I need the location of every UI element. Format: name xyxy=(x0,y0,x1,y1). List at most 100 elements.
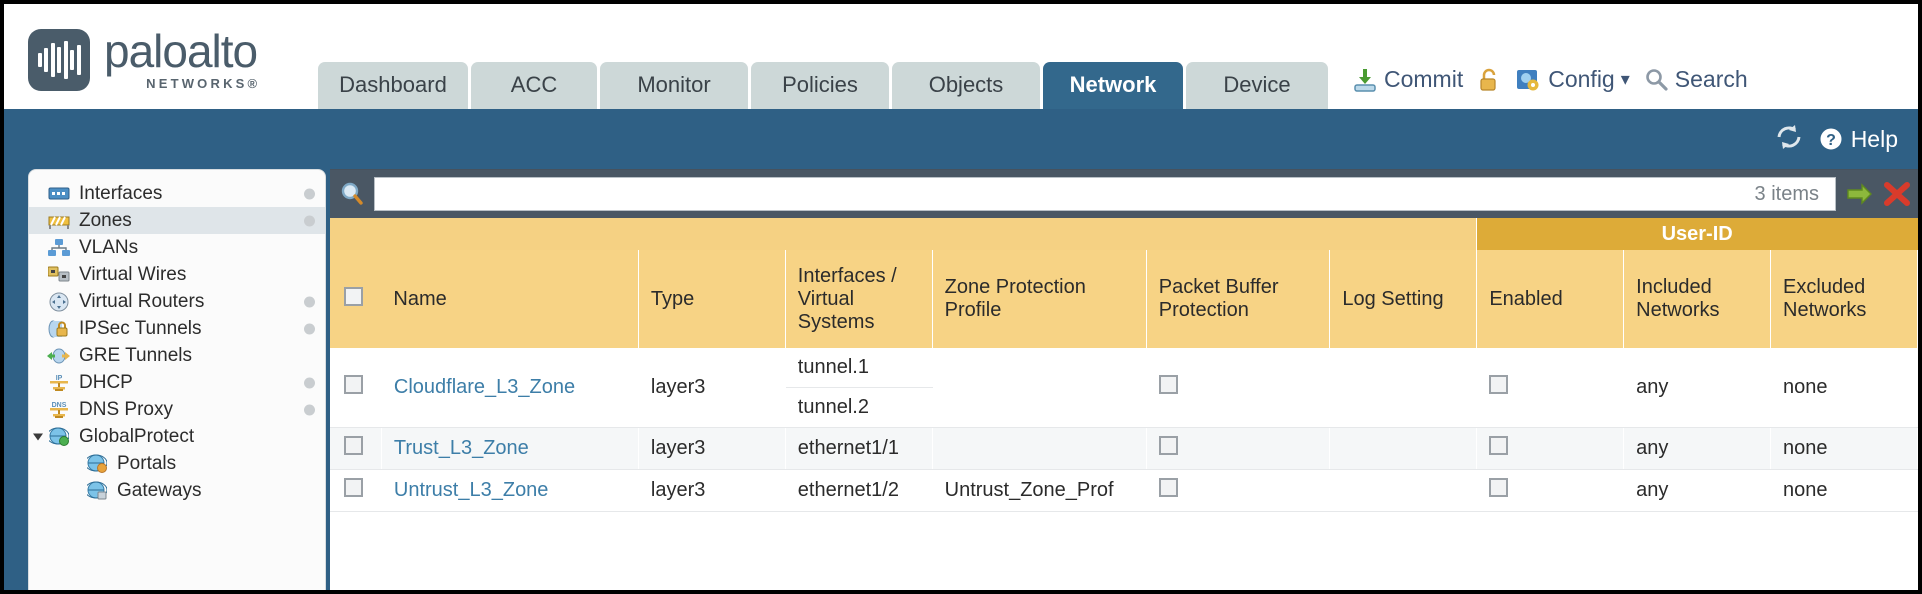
table-header-row: Name Type Interfaces / Virtual Systems Z… xyxy=(330,250,1918,348)
apply-filter-arrow-icon[interactable] xyxy=(1844,180,1874,208)
column-header-log-setting[interactable]: Log Setting xyxy=(1329,250,1478,348)
cell-included-networks: any xyxy=(1623,348,1772,428)
table-row[interactable]: Cloudflare_L3_Zone layer3 tunnel.1 xyxy=(330,348,1918,428)
row-checkbox[interactable] xyxy=(344,436,363,455)
search-magnifier-icon[interactable] xyxy=(338,180,366,208)
column-header-name[interactable]: Name xyxy=(381,250,639,348)
sidebar-item-dns-proxy[interactable]: DNS DNS Proxy xyxy=(29,396,325,423)
app-header: paloalto NETWORKS® Dashboard ACC Monitor… xyxy=(4,4,1918,109)
search-button[interactable]: Search xyxy=(1644,66,1748,93)
help-link[interactable]: ? Help xyxy=(1818,126,1898,153)
clear-filter-x-icon[interactable] xyxy=(1882,180,1912,208)
vlans-icon xyxy=(47,238,70,257)
sidebar-item-globalprotect[interactable]: GlobalProtect xyxy=(29,423,325,450)
sidebar-item-interfaces[interactable]: Interfaces xyxy=(29,180,325,207)
virtual-wires-icon xyxy=(47,265,70,284)
tab-device[interactable]: Device xyxy=(1186,62,1328,109)
lock-button[interactable] xyxy=(1477,67,1501,93)
user-id-enabled-checkbox[interactable] xyxy=(1489,436,1509,455)
cell-interface: ethernet1/2 xyxy=(785,469,933,512)
sidebar-item-label: Gateways xyxy=(117,479,202,501)
cell-zone-protection-profile xyxy=(932,348,1147,428)
column-header-zone-protection-profile[interactable]: Zone Protection Profile xyxy=(932,250,1147,348)
config-label: Config xyxy=(1548,66,1615,92)
sidebar-item-dhcp[interactable]: IP DHCP xyxy=(29,369,325,396)
status-dot xyxy=(304,188,315,199)
help-question-icon: ? xyxy=(1818,126,1844,152)
packet-buffer-protection-checkbox[interactable] xyxy=(1158,375,1178,394)
header-actions: Commit xyxy=(1352,66,1748,109)
sidebar-item-gateways[interactable]: Gateways xyxy=(29,477,325,504)
sidebar-item-ipsec-tunnels[interactable]: IPSec Tunnels xyxy=(29,315,325,342)
sidebar-item-virtual-routers[interactable]: Virtual Routers xyxy=(29,288,325,315)
sidebar-item-label: GRE Tunnels xyxy=(79,344,192,366)
search-input[interactable]: 3 items xyxy=(374,177,1836,211)
item-count-label: 3 items xyxy=(1754,182,1819,205)
zone-name-link[interactable]: Trust_L3_Zone xyxy=(393,437,529,459)
packet-buffer-protection-checkbox[interactable] xyxy=(1158,478,1178,497)
sidebar-item-label: Virtual Wires xyxy=(79,263,187,285)
row-select-cell xyxy=(330,469,382,512)
commit-label: Commit xyxy=(1384,66,1464,92)
sidebar-item-label: Interfaces xyxy=(79,182,163,204)
column-header-interfaces[interactable]: Interfaces / Virtual Systems xyxy=(785,250,933,348)
tab-objects[interactable]: Objects xyxy=(892,62,1040,109)
tab-acc[interactable]: ACC xyxy=(471,62,597,109)
filter-toolbar: 3 items xyxy=(330,170,1918,218)
sidebar-item-gre-tunnels[interactable]: GRE Tunnels xyxy=(29,342,325,369)
zones-table: User-ID Name Type Interfaces / Virtual S… xyxy=(330,218,1918,512)
packet-buffer-protection-checkbox[interactable] xyxy=(1158,436,1178,455)
gateways-icon xyxy=(85,481,108,500)
cell-packet-buffer-protection xyxy=(1146,427,1331,470)
sidebar-item-portals[interactable]: Portals xyxy=(29,450,325,477)
table-row[interactable]: Trust_L3_Zone layer3 ethernet1/1 xyxy=(330,427,1918,470)
column-header-packet-buffer-protection[interactable]: Packet Buffer Protection xyxy=(1146,250,1331,348)
sidebar-item-vlans[interactable]: VLANs xyxy=(29,234,325,261)
column-header-excluded-networks[interactable]: Excluded Networks xyxy=(1770,250,1918,348)
group-header-user-id: User-ID xyxy=(1476,218,1918,250)
cell-user-id-enabled xyxy=(1476,427,1625,470)
tab-monitor[interactable]: Monitor xyxy=(600,62,748,109)
user-id-enabled-checkbox[interactable] xyxy=(1489,478,1509,497)
table-row[interactable]: Untrust_L3_Zone layer3 ethernet1/2 Untru… xyxy=(330,469,1918,512)
search-magnifier-icon xyxy=(1644,67,1669,92)
cell-zone-protection-profile: Untrust_Zone_Prof xyxy=(932,469,1147,512)
cell-zone-protection-profile xyxy=(932,427,1147,470)
tab-dashboard[interactable]: Dashboard xyxy=(318,62,468,109)
sidebar-item-label: Portals xyxy=(117,452,177,474)
sidebar-item-virtual-wires[interactable]: Virtual Wires xyxy=(29,261,325,288)
cell-name: Trust_L3_Zone xyxy=(381,427,639,470)
column-header-included-networks[interactable]: Included Networks xyxy=(1623,250,1772,348)
config-dropdown[interactable]: Config ▾ xyxy=(1515,66,1630,93)
zone-name-link[interactable]: Cloudflare_L3_Zone xyxy=(393,376,576,398)
zones-table-container: User-ID Name Type Interfaces / Virtual S… xyxy=(330,218,1918,590)
row-checkbox[interactable] xyxy=(344,375,363,394)
select-all-checkbox[interactable] xyxy=(344,286,363,306)
column-header-type[interactable]: Type xyxy=(638,250,786,348)
dhcp-icon: IP xyxy=(47,373,70,392)
sidebar-item-label: Virtual Routers xyxy=(79,290,205,312)
interfaces-icon xyxy=(47,184,70,203)
virtual-routers-icon xyxy=(47,292,70,311)
sidebar-item-zones[interactable]: Zones xyxy=(29,207,325,234)
refresh-icon[interactable] xyxy=(1774,124,1804,155)
cell-excluded-networks: none xyxy=(1770,469,1918,512)
table-row-continuation: tunnel.2 xyxy=(330,387,1918,428)
cell-name: Cloudflare_L3_Zone xyxy=(381,348,639,428)
zone-name-link[interactable]: Untrust_L3_Zone xyxy=(393,479,549,501)
row-checkbox[interactable] xyxy=(344,478,363,497)
select-all-header xyxy=(330,250,382,348)
tab-network[interactable]: Network xyxy=(1043,62,1183,109)
commit-button[interactable]: Commit xyxy=(1352,66,1463,93)
sidebar-nav: Interfaces Zones xyxy=(28,169,326,590)
cell-log-setting xyxy=(1329,348,1478,428)
column-header-enabled[interactable]: Enabled xyxy=(1476,250,1625,348)
collapse-triangle-icon[interactable] xyxy=(33,433,43,440)
tab-policies[interactable]: Policies xyxy=(751,62,889,109)
main-nav-tabs: Dashboard ACC Monitor Policies Objects N… xyxy=(318,62,1328,109)
sidebar-item-label: Zones xyxy=(79,209,132,231)
table-group-header-row: User-ID xyxy=(330,218,1918,250)
status-dot xyxy=(304,377,315,388)
user-id-enabled-checkbox[interactable] xyxy=(1489,375,1509,394)
